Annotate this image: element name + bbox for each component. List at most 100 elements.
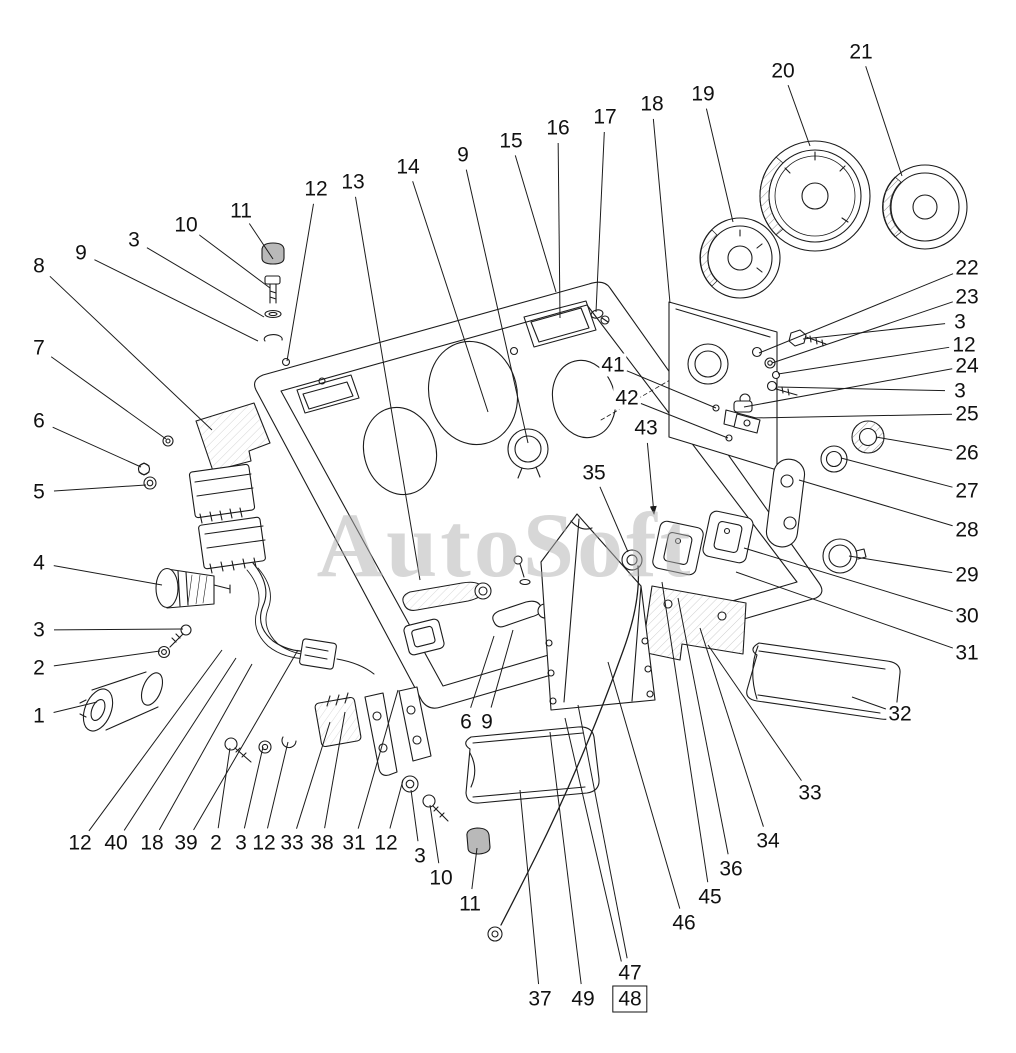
callout-48-43: 48 [612, 985, 648, 1013]
leader-line-21 [865, 66, 903, 177]
callout-39-55: 39 [172, 831, 200, 855]
callout-15-9: 15 [497, 129, 525, 153]
leader-line-31 [735, 571, 954, 649]
leader-line-42 [640, 403, 729, 439]
leader-line-17 [595, 131, 605, 313]
callout-37-45: 37 [526, 987, 554, 1011]
callout-11-65: 11 [457, 892, 483, 916]
callout-23-24: 23 [953, 285, 981, 309]
callout-10-64: 10 [427, 866, 455, 890]
leader-line-39 [193, 649, 299, 831]
callout-12-5: 12 [302, 177, 330, 201]
leader-line-2 [217, 747, 231, 829]
callout-20-14: 20 [769, 59, 797, 83]
callout-19-13: 19 [689, 82, 717, 106]
leader-line-40 [123, 657, 237, 831]
callout-3-25: 3 [952, 310, 968, 334]
leader-line-12 [286, 203, 314, 362]
callout-3-2: 3 [126, 228, 142, 252]
leader-line-3 [146, 247, 265, 318]
leader-line-13 [354, 196, 421, 581]
callout-31-35: 31 [953, 641, 981, 665]
leader-line-3 [53, 628, 184, 631]
callout-33-37: 33 [796, 781, 824, 805]
callout-32-36: 32 [886, 702, 914, 726]
callout-29-33: 29 [953, 563, 981, 587]
leader-line-12 [266, 741, 289, 829]
leader-line-10 [197, 233, 271, 289]
callout-41-46: 41 [599, 353, 627, 377]
callout-40-53: 40 [102, 831, 130, 855]
callout-8-0: 8 [31, 254, 47, 278]
callout-43-48: 43 [632, 416, 660, 440]
leader-line-38 [324, 711, 346, 829]
callout-47-42: 47 [616, 961, 644, 985]
callout-42-47: 42 [613, 386, 641, 410]
leader-line-3 [802, 323, 946, 340]
callout-26-30: 26 [953, 441, 981, 465]
callout-12-26: 12 [950, 333, 978, 357]
leader-line-36 [677, 597, 729, 855]
leader-line-18 [158, 663, 253, 831]
callout-5-18: 5 [31, 480, 47, 504]
leader-line-31 [357, 689, 399, 829]
callout-49-44: 49 [569, 987, 597, 1011]
leader-line-2 [53, 650, 161, 667]
leader-line-12 [777, 346, 950, 375]
leader-line-33 [296, 721, 331, 829]
callout-35-49: 35 [580, 461, 608, 485]
callout-45-40: 45 [696, 885, 724, 909]
callout-38-60: 38 [308, 831, 336, 855]
callout-30-34: 30 [953, 604, 981, 628]
leader-line-11 [248, 223, 274, 260]
leader-line-45 [661, 581, 709, 883]
callout-3-28: 3 [952, 379, 968, 403]
leader-line-9 [465, 169, 529, 444]
leader-line-6 [52, 426, 142, 468]
callout-4-19: 4 [31, 551, 47, 575]
callout-27-31: 27 [953, 479, 981, 503]
leader-line-14 [412, 181, 489, 413]
callout-11-4: 11 [228, 199, 254, 223]
callout-3-63: 3 [412, 844, 428, 868]
fasteners-right [733, 329, 885, 574]
leader-line-46 [607, 661, 681, 909]
callout-16-10: 16 [544, 116, 572, 140]
callout-17-11: 17 [591, 105, 619, 129]
leader-line-3 [243, 746, 264, 829]
leader-line-9 [490, 629, 514, 708]
callout-6-17: 6 [31, 409, 47, 433]
leader-line-28 [798, 479, 953, 527]
leader-line-41 [626, 370, 717, 409]
callout-3-20: 3 [31, 618, 47, 642]
leader-line-15 [514, 155, 557, 293]
fasteners-topleft [261, 242, 285, 342]
callout-31-61: 31 [340, 831, 368, 855]
gauge-cluster [668, 140, 968, 471]
callout-34-38: 34 [754, 829, 782, 853]
leader-line-3 [777, 386, 946, 392]
callout-7-16: 7 [31, 336, 47, 360]
leader-line-24 [743, 368, 953, 408]
fasteners-bottom [224, 736, 491, 855]
leader-line-43 [646, 442, 657, 515]
leader-line-33 [707, 644, 802, 781]
callout-12-52: 12 [66, 831, 94, 855]
callout-21-15: 21 [847, 40, 875, 64]
leader-line-25 [751, 413, 953, 419]
callout-33-59: 33 [278, 831, 306, 855]
leader-line-20 [787, 84, 811, 147]
levers [402, 549, 643, 656]
leader-line-9 [94, 259, 259, 342]
leader-line-37 [519, 789, 540, 985]
leader-line-1 [53, 701, 98, 713]
leader-line-11 [471, 847, 478, 890]
callout-13-6: 13 [339, 170, 367, 194]
callout-6-50: 6 [458, 710, 474, 734]
callout-2-56: 2 [208, 831, 224, 855]
callout-9-8: 9 [455, 143, 471, 167]
leader-line-29 [848, 555, 953, 574]
